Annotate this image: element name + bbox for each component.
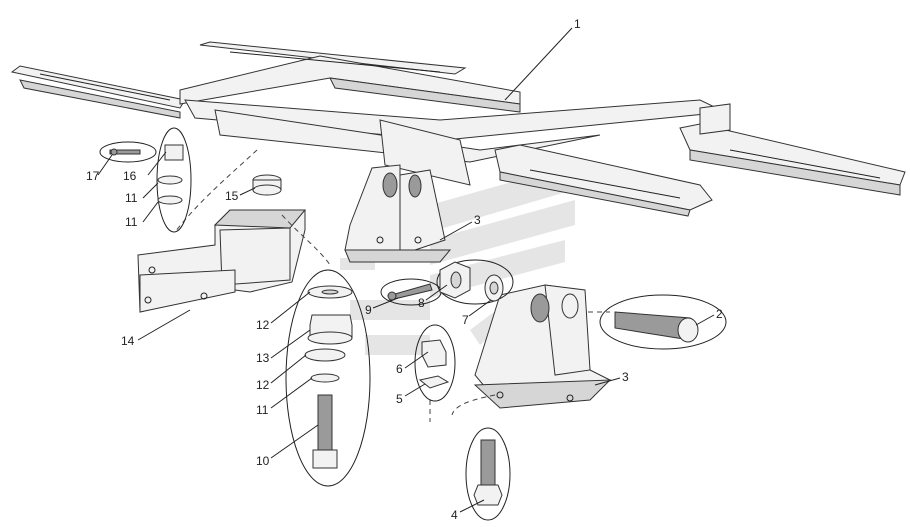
callout-12-bottom: 12 (256, 378, 270, 392)
fastener-group-bottom-left (285, 269, 371, 487)
callout-12-top: 12 (256, 318, 270, 332)
assembly-lines (174, 149, 610, 422)
callout-6: 6 (396, 362, 403, 376)
callout-16: 16 (123, 169, 137, 183)
bolt-group (465, 427, 511, 521)
pin-group (380, 278, 442, 306)
bushing-group (414, 324, 456, 402)
callout-9: 9 (365, 303, 372, 317)
callout-15: 15 (225, 189, 239, 203)
callout-13: 13 (256, 351, 270, 365)
callout-8: 8 (418, 296, 425, 310)
part-15-spacer (252, 174, 282, 196)
callout-7: 7 (462, 313, 469, 327)
left-bracket (137, 209, 307, 313)
callout-3-lower: 3 (622, 370, 629, 384)
callout-17: 17 (86, 169, 100, 183)
callout-1: 1 (574, 17, 581, 31)
callout-14: 14 (121, 334, 135, 348)
callout-11-top: 11 (125, 191, 138, 205)
axle-pin-group (599, 294, 727, 350)
callout-11-bottom: 11 (256, 403, 269, 417)
callout-5: 5 (396, 392, 403, 406)
lower-mount-bracket (473, 284, 612, 409)
callout-11-mid: 11 (125, 215, 138, 229)
main-frame (10, 41, 906, 217)
callout-labels: 1 2 3 3 4 5 6 7 8 9 10 11 11 11 12 12 13… (86, 17, 723, 522)
fastener-group-top-left (99, 127, 192, 233)
nut-washer-group (436, 259, 514, 305)
leader-lines (97, 27, 715, 513)
callout-2: 2 (716, 307, 723, 321)
upper-mount-bracket (344, 164, 452, 263)
callout-3-upper: 3 (474, 213, 481, 227)
callout-10: 10 (256, 454, 270, 468)
callout-4: 4 (451, 508, 458, 522)
